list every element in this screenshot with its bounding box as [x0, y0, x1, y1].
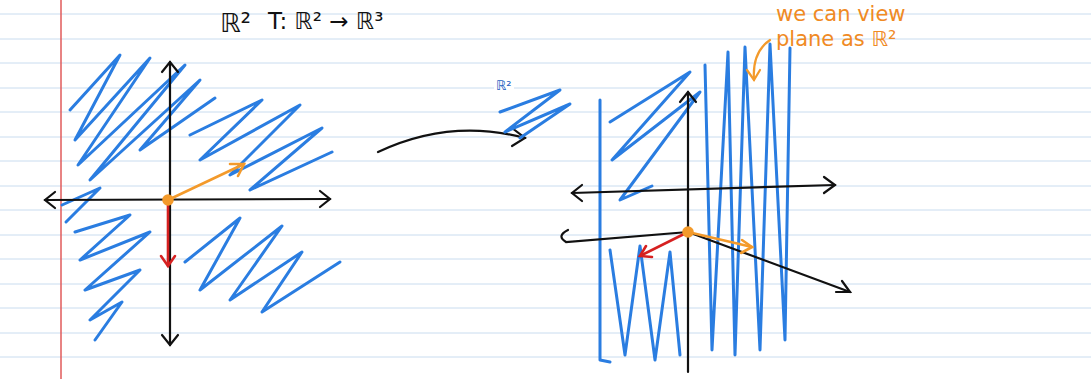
vectors-r2: [161, 164, 244, 266]
plane-scribble-left: [62, 55, 340, 340]
mapping-arrow: [378, 128, 525, 152]
space-label: ℝ²: [220, 8, 251, 39]
plane-scribble-right: [500, 44, 790, 362]
ruled-lines: [0, 14, 1091, 357]
callout-leader: [747, 40, 770, 80]
margin-line: [60, 0, 62, 379]
plane-label: ℝ²: [494, 78, 514, 94]
axes-r2: [45, 62, 330, 345]
callout-note: we can view plane as ℝ²: [776, 2, 916, 52]
vectors-r3: [640, 228, 752, 258]
map-label: T: ℝ² → ℝ³: [268, 8, 383, 36]
axes-r3: [561, 92, 850, 372]
